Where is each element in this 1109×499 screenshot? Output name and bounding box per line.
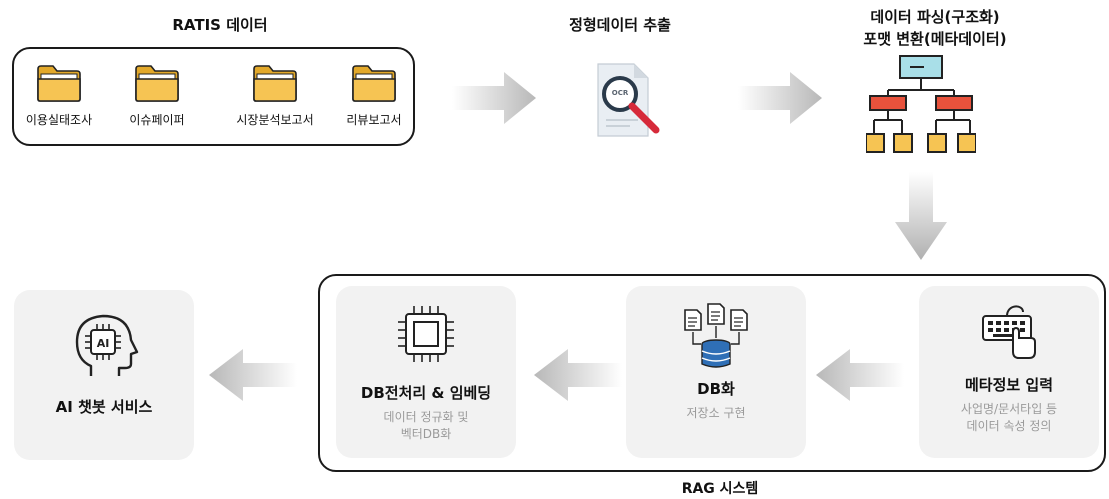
- flow-arrow-right-icon: [452, 72, 536, 124]
- ocr-extract-title: 정형데이터 추출: [569, 16, 671, 34]
- ai-head-icon: AI: [75, 314, 139, 376]
- db-title: DB화: [697, 380, 735, 398]
- database-documents-icon: [684, 303, 748, 368]
- meta-input-card[interactable]: 메타정보 입력 사업명/문서타입 등 데이터 속성 정의: [919, 286, 1099, 458]
- db-sub: 저장소 구현: [686, 406, 746, 420]
- folder-icon: [135, 65, 179, 102]
- preprocess-card[interactable]: DB전처리 & 임베딩 데이터 정규화 및 벡터DB화: [336, 286, 516, 458]
- folder-item[interactable]: 이용실태조사: [4, 63, 114, 128]
- ai-chatbot-title: AI 챗봇 서비스: [55, 398, 153, 416]
- meta-input-sub: 사업명/문서타입 등 데이터 속성 정의: [960, 402, 1058, 433]
- parse-title-line2: 포맷 변환(메타데이터): [863, 30, 1007, 48]
- parse-title-line1: 데이터 파싱(구조화): [870, 8, 1000, 26]
- flow-arrow-right-icon: [738, 72, 822, 124]
- folder-icon: [352, 65, 396, 102]
- cpu-chip-icon: [398, 306, 454, 362]
- keyboard-hand-icon: [982, 305, 1036, 359]
- folder-item[interactable]: 시장분석보고서: [220, 63, 330, 128]
- ocr-badge: OCR: [611, 89, 629, 97]
- preprocess-sub: 데이터 정규화 및 벡터DB화: [383, 410, 469, 441]
- folder-label: 시장분석보고서: [236, 113, 314, 127]
- flow-arrow-left-icon: [816, 349, 904, 401]
- folder-icon: [37, 65, 81, 102]
- rag-system-label: RAG 시스템: [681, 481, 759, 497]
- flow-arrow-left-icon: [209, 349, 297, 401]
- ratis-data-box: 이용실태조사 이슈페이퍼 시장분석보고서 리뷰보고서: [12, 47, 415, 146]
- folder-label: 이슈페이퍼: [129, 113, 185, 127]
- meta-input-title: 메타정보 입력: [964, 376, 1054, 394]
- preprocess-title: DB전처리 & 임베딩: [360, 384, 492, 402]
- db-card[interactable]: DB화 저장소 구현: [626, 286, 806, 458]
- folder-icon: [253, 65, 297, 102]
- folder-label: 리뷰보고서: [346, 113, 402, 127]
- folder-item[interactable]: 리뷰보고서: [319, 63, 429, 128]
- folder-item[interactable]: 이슈페이퍼: [102, 63, 212, 128]
- ai-icon-text: AI: [97, 337, 110, 350]
- ocr-search-icon: [597, 63, 660, 137]
- ratis-data-title: RATIS 데이터: [172, 16, 268, 34]
- folder-label: 이용실태조사: [25, 113, 93, 127]
- flow-arrow-left-icon: [534, 349, 622, 401]
- ai-chatbot-card[interactable]: AI AI 챗봇 서비스: [14, 290, 194, 460]
- hierarchy-structure-icon: [866, 55, 976, 153]
- flow-arrow-down-icon: [895, 172, 947, 260]
